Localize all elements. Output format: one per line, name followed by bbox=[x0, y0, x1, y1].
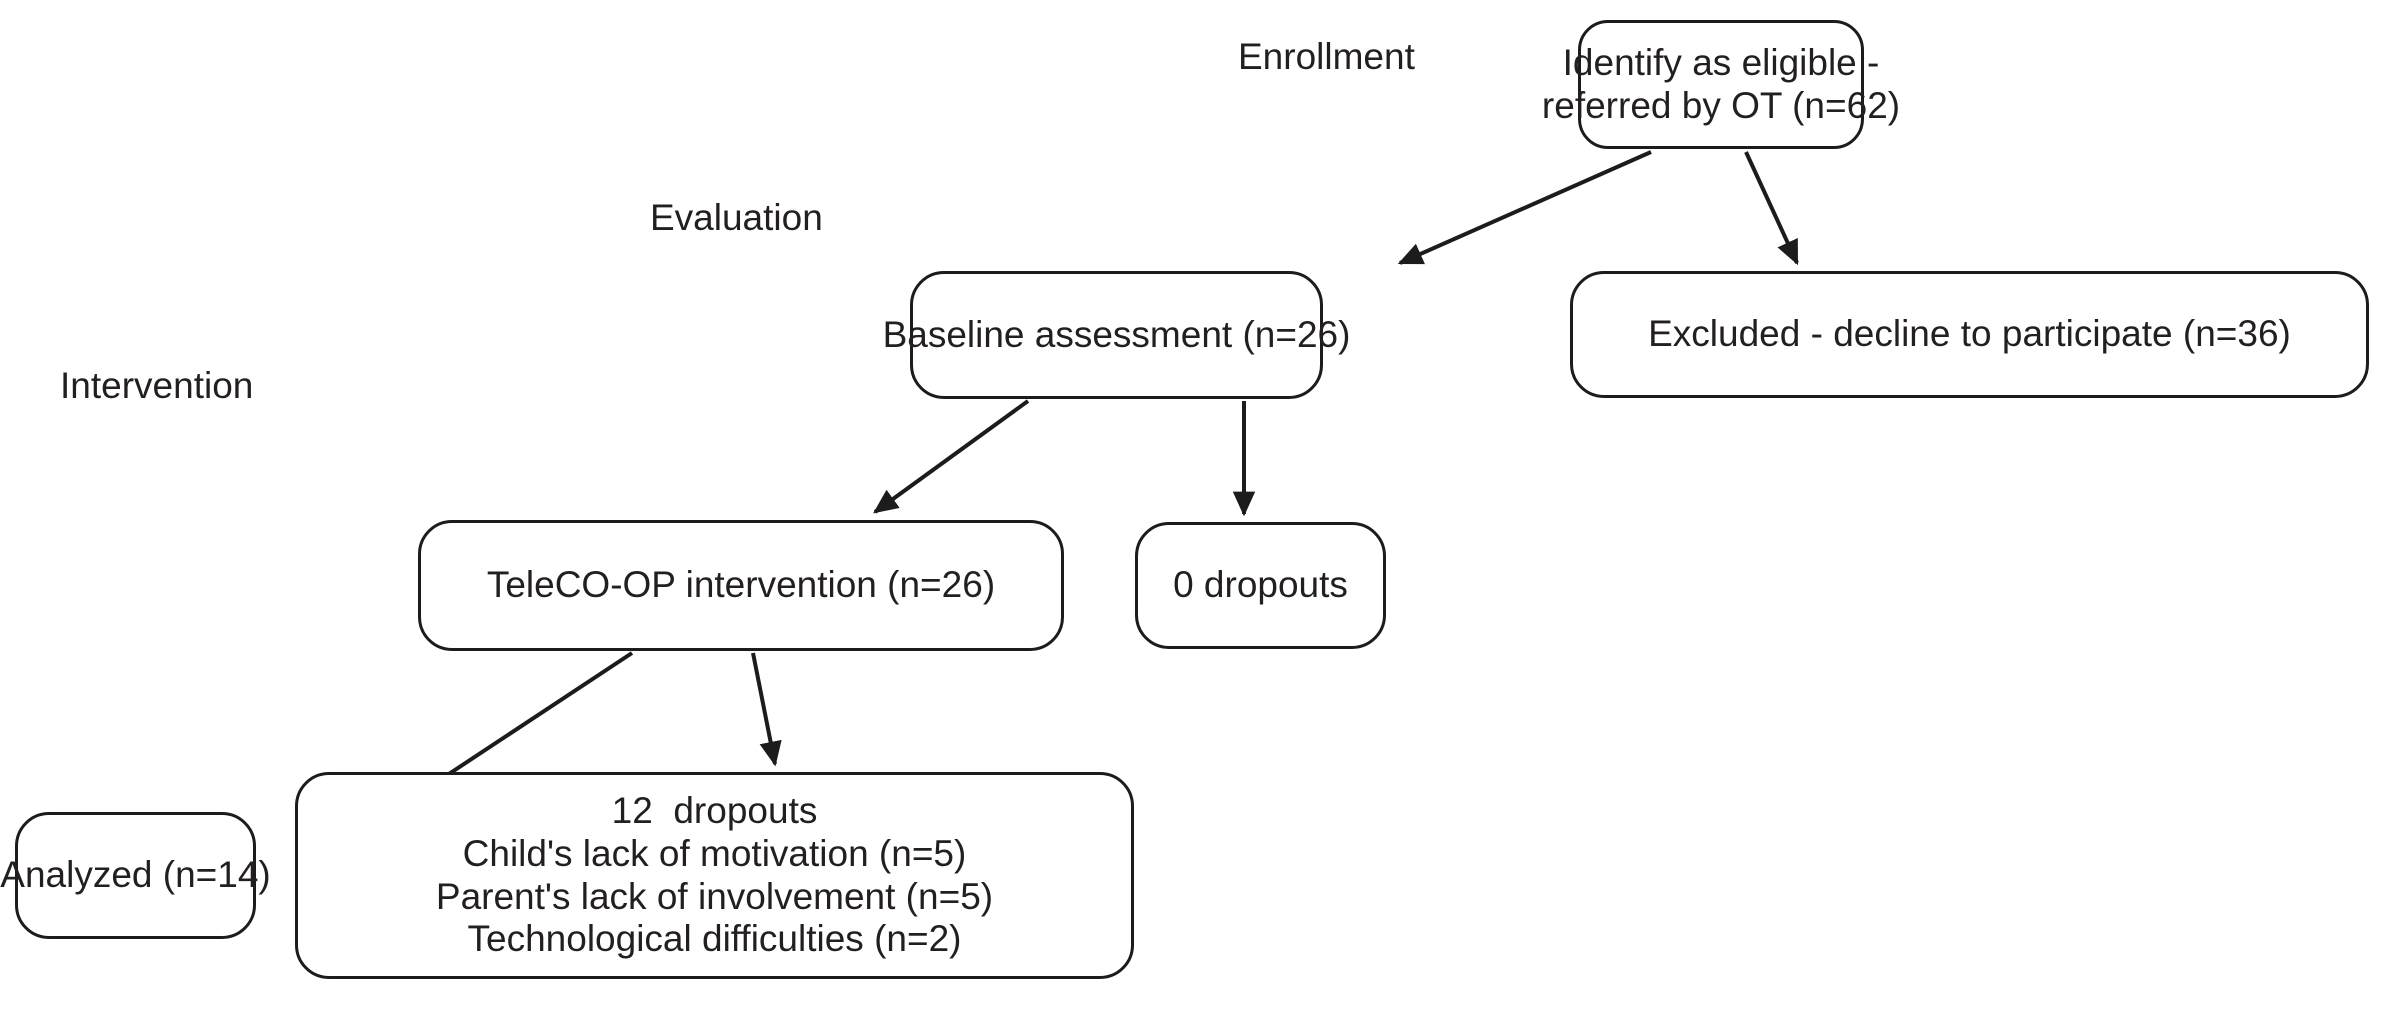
node-zero-dropouts[interactable]: 0 dropouts bbox=[1135, 522, 1386, 649]
edge-eligible-to-excluded bbox=[1744, 151, 1799, 266]
stage-label-intervention: Intervention bbox=[60, 365, 254, 406]
node-line: 12 dropouts bbox=[611, 789, 818, 831]
node-baseline-assessment[interactable]: Baseline assessment (n=26) bbox=[883, 271, 1350, 399]
node-line: Analyzed (n=14) bbox=[0, 854, 271, 896]
node-identify-as-eligible[interactable]: Identify as eligible - referred by OT (n… bbox=[1542, 20, 1900, 149]
node-line: referred by OT (n=62) bbox=[1541, 84, 1901, 126]
node-teleco-op-intervention[interactable]: TeleCO-OP intervention (n=26) bbox=[418, 520, 1064, 651]
edge-teleco-to-dropouts bbox=[751, 652, 782, 767]
edge-eligible-to-baseline bbox=[1397, 150, 1652, 265]
node-line: Excluded - decline to participate (n=36) bbox=[1648, 313, 2291, 355]
node-line: Identify as eligible - bbox=[1562, 41, 1880, 83]
node-line: TeleCO-OP intervention (n=26) bbox=[486, 564, 996, 606]
stage-label-enrollment: Enrollment bbox=[1238, 36, 1415, 77]
node-line: Child's lack of motivation (n=5) bbox=[462, 832, 967, 874]
stage-label-evaluation: Evaluation bbox=[650, 197, 823, 238]
node-line: Technological difficulties (n=2) bbox=[467, 918, 962, 960]
node-excluded-decline-to-participate[interactable]: Excluded - decline to participate (n=36) bbox=[1570, 271, 2369, 398]
node-dropouts-detail[interactable]: 12 dropouts Child's lack of motivation (… bbox=[295, 772, 1134, 979]
node-line: Baseline assessment (n=26) bbox=[882, 313, 1351, 355]
node-line: 0 dropouts bbox=[1173, 564, 1348, 606]
node-line: Parent's lack of involvement (n=5) bbox=[435, 875, 994, 917]
edge-baseline-to-teleco bbox=[873, 399, 1030, 514]
node-analyzed[interactable]: Analyzed (n=14) bbox=[0, 812, 271, 939]
